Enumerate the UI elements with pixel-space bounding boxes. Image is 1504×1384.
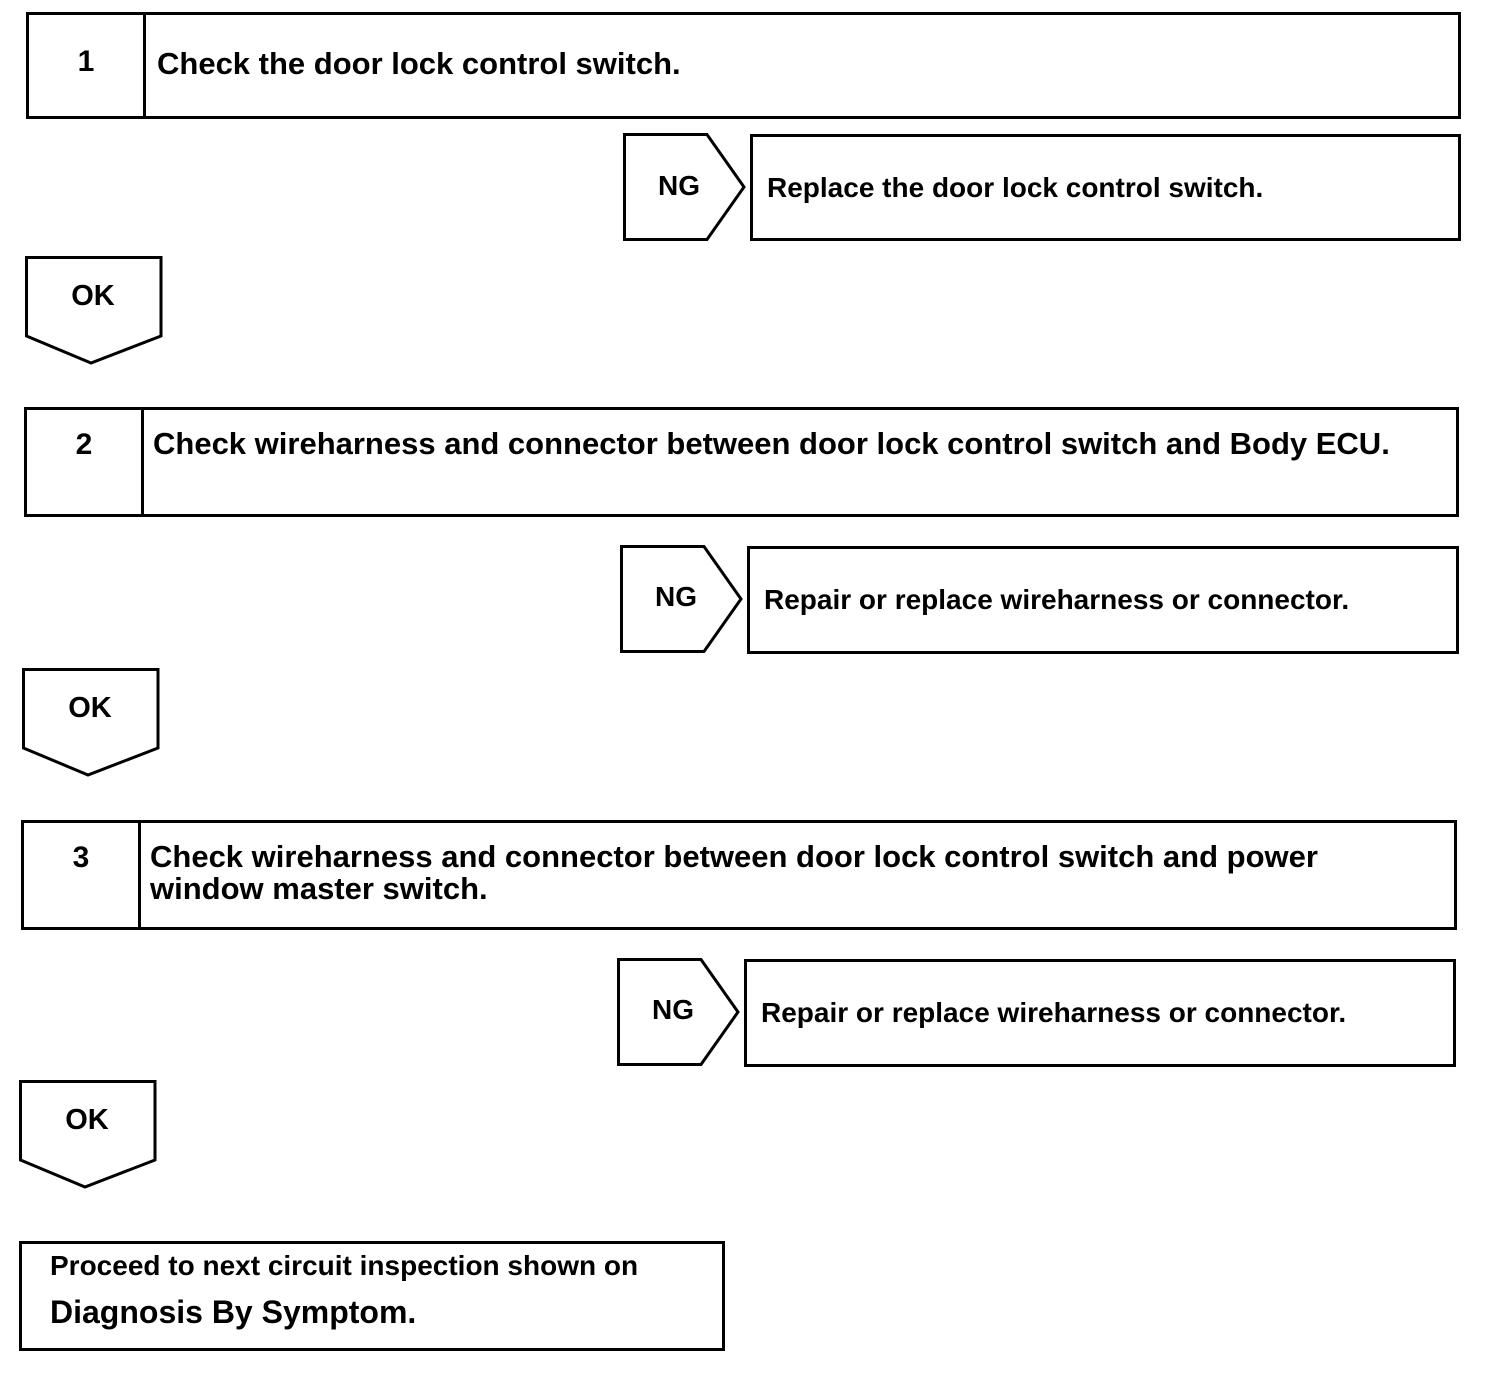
- final-box: Proceed to next circuit inspection shown…: [19, 1241, 725, 1351]
- step-2-ok-arrow: OK: [22, 668, 162, 778]
- step-1-text: Check the door lock control switch.: [157, 46, 681, 81]
- step-2-ng-action: Repair or replace wireharness or connect…: [747, 546, 1459, 654]
- step-2-text: Check wireharness and connector between …: [153, 426, 1390, 461]
- step-2-box: 2 Check wireharness and connector betwee…: [24, 407, 1459, 517]
- final-line-1: Proceed to next circuit inspection shown…: [50, 1250, 639, 1281]
- step-3-ng-arrow: NG: [617, 958, 741, 1066]
- step-3-number: 3: [24, 823, 141, 927]
- step-1-ng-arrow: NG: [623, 133, 747, 241]
- step-3-text: Check wireharness and connector between …: [150, 839, 1318, 906]
- step-1-ok-label: OK: [71, 280, 115, 312]
- step-3-ng-label: NG: [652, 994, 694, 1025]
- step-1-ng-action: Replace the door lock control switch.: [750, 134, 1461, 241]
- step-3-ok-arrow: OK: [19, 1080, 159, 1190]
- step-3-ok-label: OK: [65, 1104, 109, 1136]
- step-1-box: 1 Check the door lock control switch.: [26, 12, 1461, 119]
- step-1-number: 1: [29, 15, 146, 116]
- step-2-ok-label: OK: [68, 692, 112, 724]
- step-2-number: 2: [27, 410, 144, 514]
- step-3-ng-action: Repair or replace wireharness or connect…: [744, 959, 1456, 1067]
- step-1-ng-label: NG: [658, 170, 700, 201]
- final-line-2: Diagnosis By Symptom.: [50, 1294, 417, 1330]
- step-2-ng-arrow: NG: [620, 545, 744, 653]
- step-3-box: 3 Check wireharness and connector betwee…: [21, 820, 1457, 930]
- step-2-ng-label: NG: [655, 581, 697, 612]
- step-1-ok-arrow: OK: [25, 256, 165, 366]
